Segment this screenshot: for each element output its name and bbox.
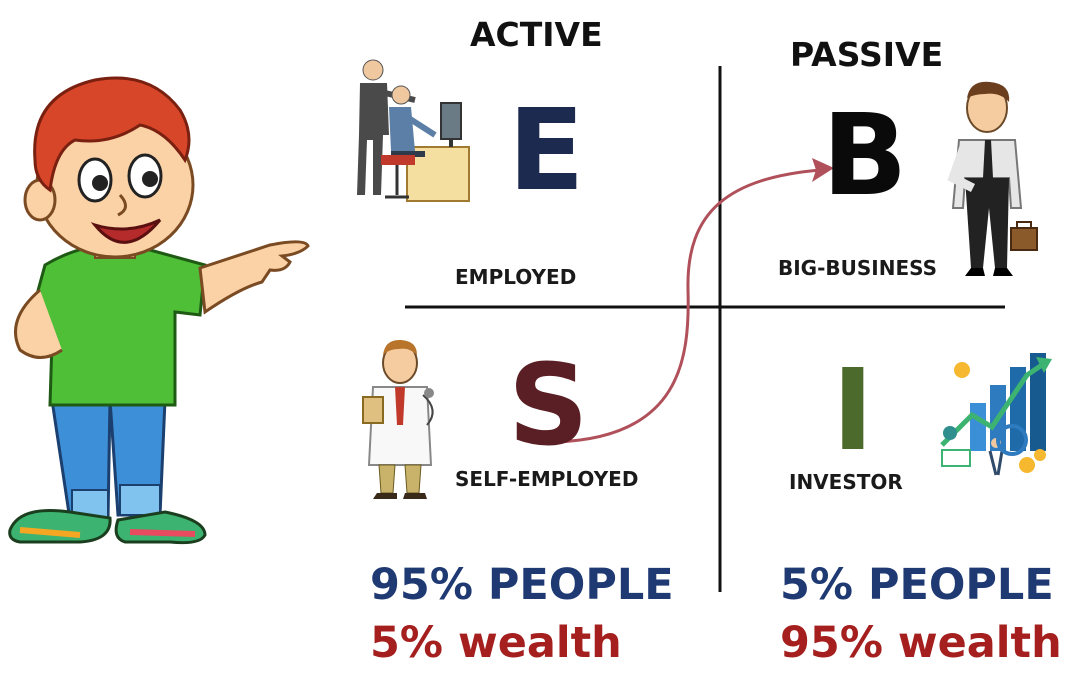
right-wealth-stat: 95% wealth	[780, 618, 1062, 668]
left-wealth-stat: 5% wealth	[370, 618, 622, 668]
arrowhead-icon	[812, 158, 834, 182]
quadrant-letter-i: I	[832, 346, 874, 476]
right-people-stat: 5% PEOPLE	[780, 560, 1054, 610]
pointing-boy-icon	[8, 76, 310, 545]
active-header: ACTIVE	[470, 15, 603, 54]
quadrant-letter-e: E	[508, 86, 585, 216]
s-to-b-arrow	[554, 168, 821, 444]
quadrant-label-investor: INVESTOR	[789, 470, 903, 494]
left-people-stat: 95% PEOPLE	[370, 560, 674, 610]
investment-growth-icon	[940, 353, 1052, 476]
quadrant-letter-s: S	[508, 341, 589, 471]
passive-header: PASSIVE	[790, 35, 944, 74]
quadrant-label-self-employed: SELF-EMPLOYED	[455, 467, 639, 491]
office-workers-icon	[357, 59, 470, 202]
quadrant-label-big-business: BIG-BUSINESS	[778, 256, 938, 280]
doctor-icon	[362, 339, 434, 499]
businessman-icon	[947, 81, 1038, 276]
quadrant-letter-b: B	[822, 91, 908, 221]
quadrant-label-employed: EMPLOYED	[455, 265, 577, 289]
